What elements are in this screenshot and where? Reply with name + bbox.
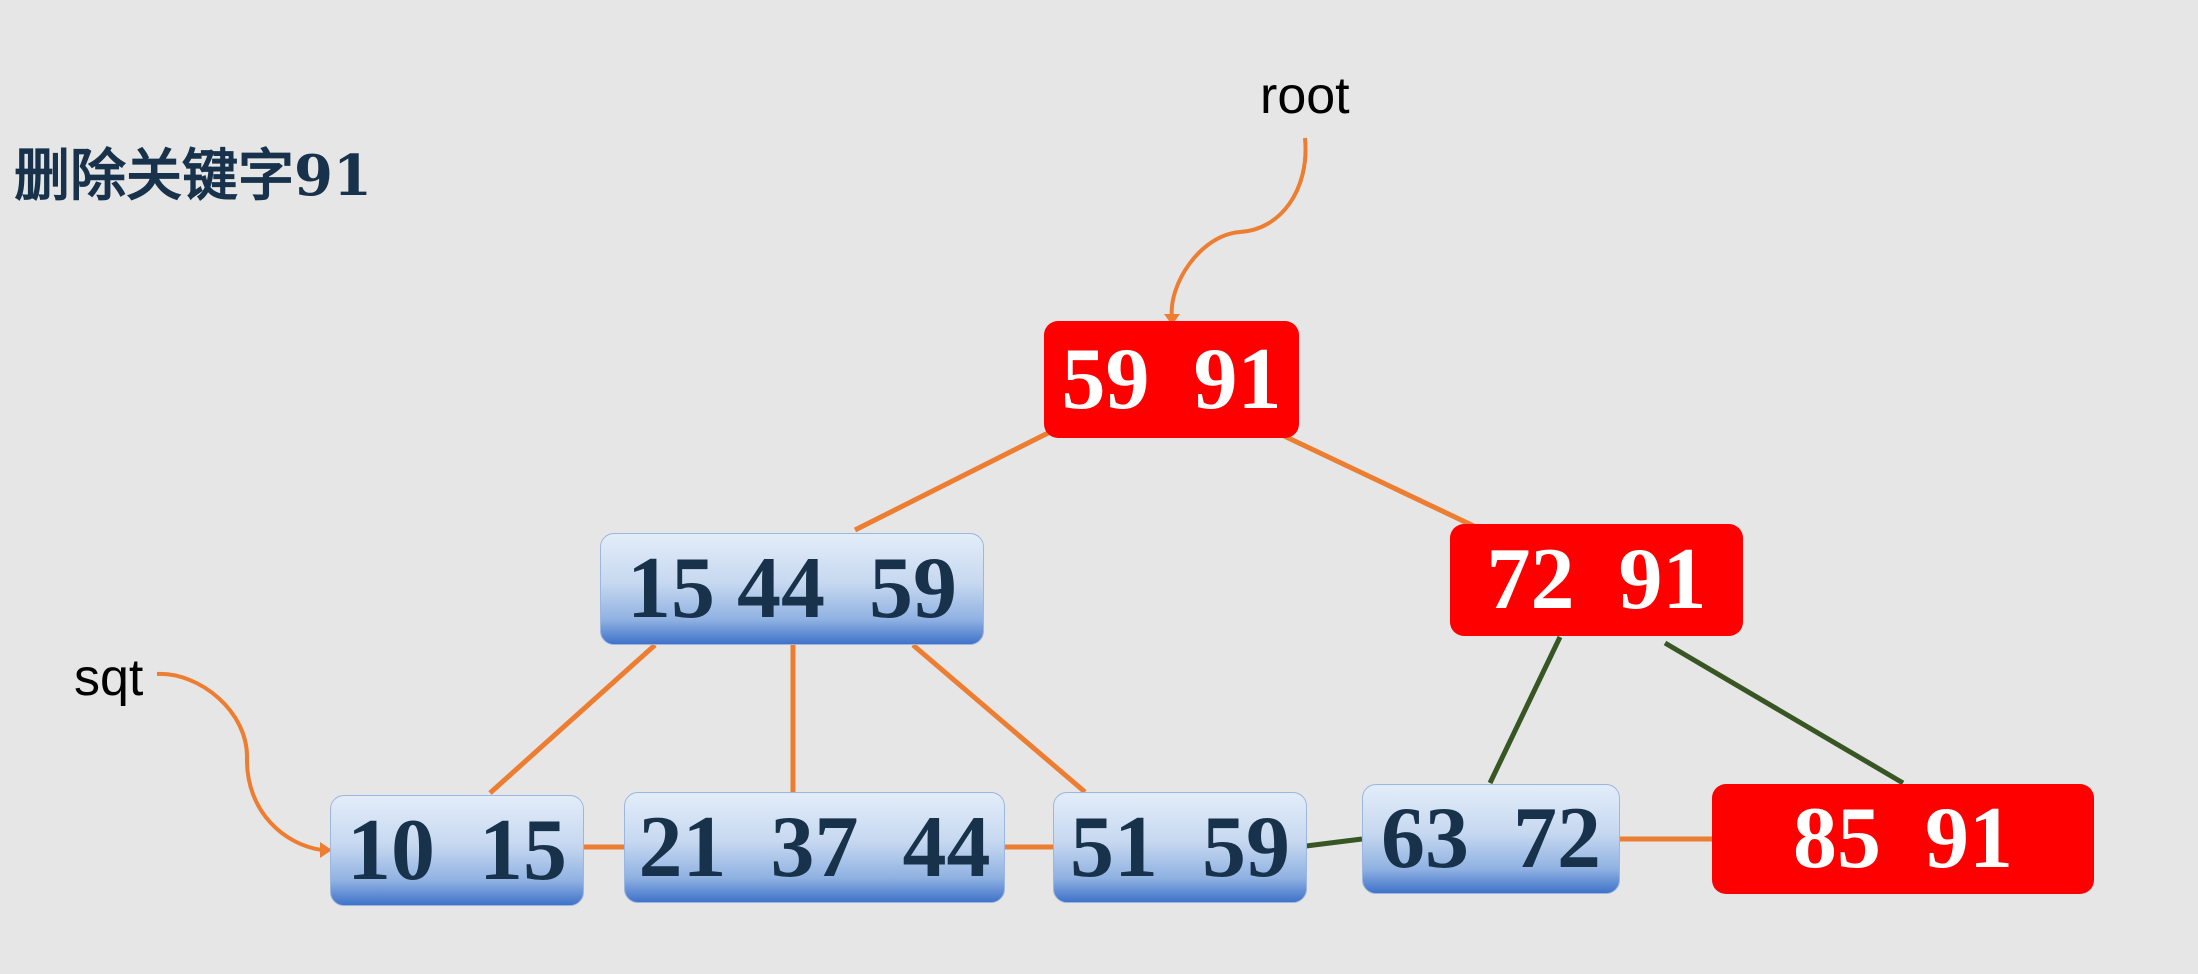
sqt-pointer-arrow [156,671,323,852]
edge-root-to-right [1280,432,1480,531]
root-pointer-arrowhead [1164,314,1180,325]
page-title: 删除关键字91 [14,143,372,209]
edge-left-to-leaf1 [488,643,657,795]
root-pointer-label: root [1260,67,1350,125]
leaf-node-5: 85 91 [1712,784,2094,894]
edge-root-to-left [853,429,1052,533]
root-node: 59 91 [1044,321,1299,438]
root-pointer-arrow [1169,137,1308,319]
leaf-node-2: 21 37 44 [624,792,1005,903]
leaf-node-4: 63 72 [1362,784,1620,894]
leaf-node-1: 10 15 [330,795,584,906]
edge-left-to-leaf3 [911,643,1087,794]
internal-node-right: 72 91 [1450,524,1743,636]
sqt-pointer-label: sqt [74,649,144,707]
leaf-link-3-4 [1305,836,1363,849]
leaf-node-3: 51 59 [1053,792,1307,903]
sqt-pointer-arrowhead [320,842,332,858]
edge-right-to-leaf5 [1663,640,1905,786]
edge-right-to-leaf4 [1487,635,1563,785]
internal-node-left: 15 44 59 [600,533,984,645]
